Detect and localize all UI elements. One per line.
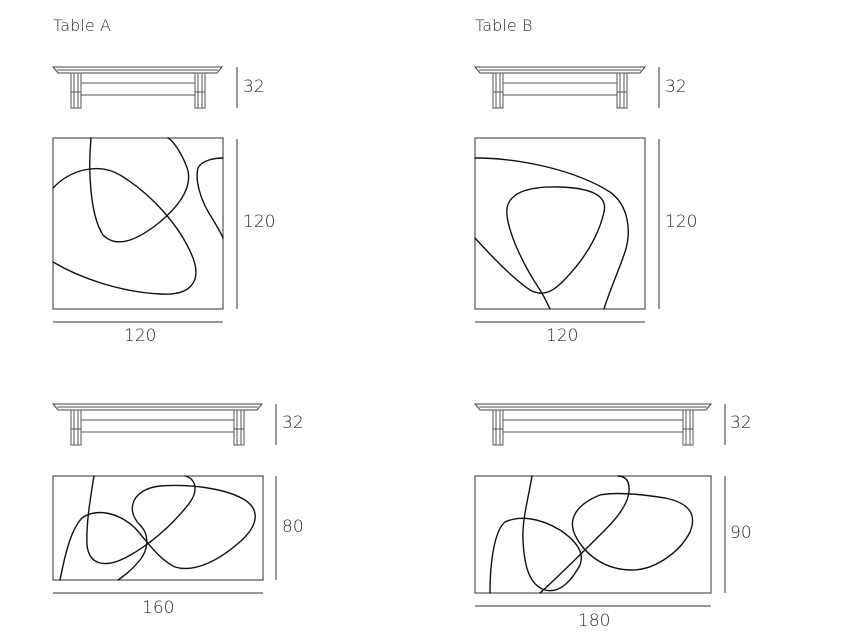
table-a-1-height-label: 32 bbox=[243, 77, 265, 97]
table-a-2-height-label: 32 bbox=[282, 413, 304, 433]
table-b-1-width-label: 120 bbox=[546, 326, 579, 346]
table-a-2-side-view bbox=[51, 403, 264, 446]
table-b-2-side-view bbox=[473, 403, 713, 446]
table-b-2-height-label: 32 bbox=[730, 413, 752, 433]
table-b-1-depth-label: 120 bbox=[665, 212, 698, 232]
table-b-title: Table B bbox=[475, 16, 533, 35]
table-a-2-depth-label: 80 bbox=[282, 517, 304, 537]
table-b-1-top-view bbox=[474, 137, 646, 310]
table-a-2-width-label: 160 bbox=[142, 598, 175, 618]
table-b-2-depth-label: 90 bbox=[730, 523, 752, 543]
table-b-2-width-label: 180 bbox=[578, 611, 611, 631]
table-a-2-top-view bbox=[52, 475, 264, 581]
table-b-2-top-view bbox=[474, 475, 712, 594]
table-a-title: Table A bbox=[53, 16, 112, 35]
table-a-1-side-view bbox=[51, 66, 224, 109]
table-b-1-side-view bbox=[473, 66, 647, 109]
table-a-1-depth-label: 120 bbox=[243, 212, 276, 232]
table-a-1-width-label: 120 bbox=[124, 326, 157, 346]
table-b-1-height-label: 32 bbox=[665, 77, 687, 97]
table-a-1-top-view bbox=[52, 137, 224, 310]
